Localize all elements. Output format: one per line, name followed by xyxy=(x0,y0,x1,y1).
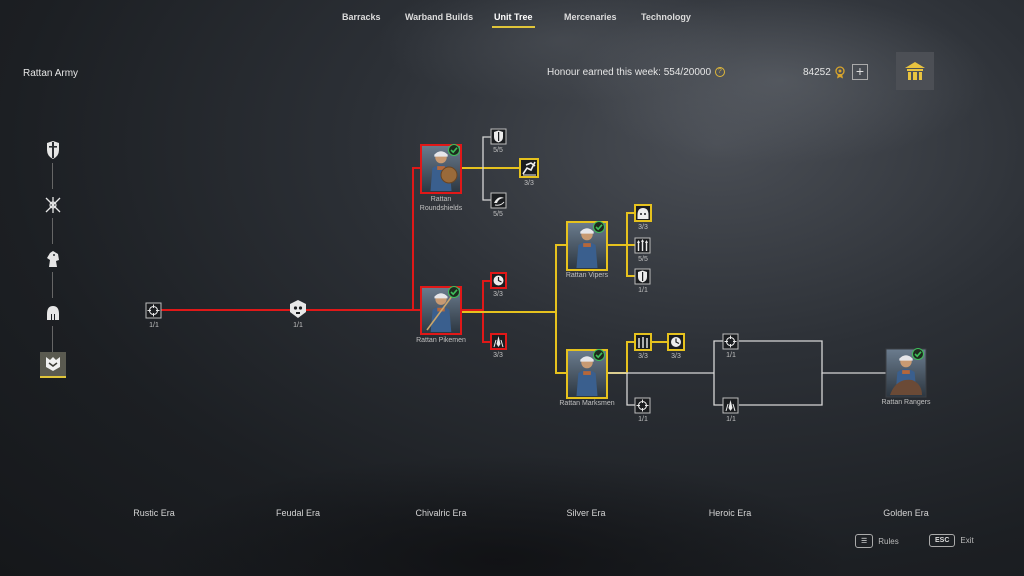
node-marksmen-clock[interactable] xyxy=(667,333,685,351)
node-count: 3/3 xyxy=(638,224,648,231)
era-golden: Golden Era xyxy=(883,508,929,518)
node-count: 5/5 xyxy=(493,147,503,154)
home-button[interactable] xyxy=(896,52,934,90)
check-icon xyxy=(448,286,460,298)
white-path-connectors xyxy=(482,136,886,406)
node-count: 1/1 xyxy=(638,287,648,294)
node-pikemen-spike[interactable] xyxy=(490,333,507,350)
helmet-icon xyxy=(47,306,59,320)
check-icon xyxy=(593,221,605,233)
tab-barracks[interactable]: Barracks xyxy=(342,12,381,22)
sidebar-divider xyxy=(52,326,53,352)
add-currency-button[interactable]: + xyxy=(852,64,868,80)
sidebar-item-infantry[interactable] xyxy=(40,137,66,163)
node-vipers-helm[interactable] xyxy=(634,204,652,222)
node-root-target[interactable] xyxy=(145,302,162,319)
shield-sword-icon xyxy=(47,141,59,159)
skull-emblem-icon xyxy=(290,300,306,318)
helmet-face-icon xyxy=(637,208,649,219)
node-heroic-target[interactable] xyxy=(722,333,739,350)
sidebar-item-heavy[interactable] xyxy=(40,300,66,326)
medal-icon xyxy=(835,66,845,79)
node-feudal-count: 1/1 xyxy=(293,322,303,329)
unit-name-roundshields: Rattan Roundshields xyxy=(419,196,463,212)
honour-progress: Honour earned this week: 554/20000 ? xyxy=(547,67,725,78)
era-feudal: Feudal Era xyxy=(275,508,321,518)
arrow-bundle-icon xyxy=(638,337,648,348)
unit-card-rattan-pikemen[interactable] xyxy=(420,286,462,335)
node-count: 3/3 xyxy=(493,291,503,298)
honour-text: Honour earned this week: 554/20000 xyxy=(547,67,712,78)
army-title: Rattan Army xyxy=(23,68,79,79)
rules-hint[interactable]: ☰ Rules xyxy=(855,534,899,548)
tab-warband-builds[interactable]: Warband Builds xyxy=(405,12,474,22)
sidebar-divider xyxy=(52,163,53,189)
unit-name-rangers: Rattan Rangers xyxy=(881,399,931,406)
unit-name-marksmen: Rattan Marksmen xyxy=(559,400,615,407)
node-feudal-emblem[interactable] xyxy=(290,300,306,318)
exit-hint[interactable]: ESC Exit xyxy=(929,534,974,547)
unit-card-rattan-marksmen[interactable] xyxy=(566,349,608,399)
node-count: 1/1 xyxy=(638,416,648,423)
unit-card-rattan-vipers[interactable] xyxy=(566,221,608,271)
check-icon xyxy=(448,144,460,156)
sidebar-divider xyxy=(52,272,53,298)
esc-key[interactable]: ESC xyxy=(929,534,956,547)
node-marksmen-target[interactable] xyxy=(634,397,651,414)
tab-technology[interactable]: Technology xyxy=(641,12,691,22)
node-roundshields-swirl[interactable] xyxy=(490,192,507,209)
era-heroic: Heroic Era xyxy=(708,508,752,518)
era-chivalric: Chivalric Era xyxy=(415,508,467,518)
sidebar-item-cavalry[interactable] xyxy=(40,246,66,272)
era-silver: Silver Era xyxy=(566,508,606,518)
node-marksmen-arrows[interactable] xyxy=(634,333,652,351)
tab-mercenaries[interactable]: Mercenaries xyxy=(564,12,617,22)
node-roundshields-sprint[interactable] xyxy=(519,158,539,178)
unit-name-pikemen: Rattan Pikemen xyxy=(416,337,466,344)
rules-key-icon[interactable]: ☰ xyxy=(855,534,874,548)
rattan-emblem-icon xyxy=(46,357,60,371)
unit-card-rattan-rangers[interactable] xyxy=(885,348,927,398)
node-roundshields-shield[interactable] xyxy=(490,128,507,145)
crossed-arrows-icon xyxy=(45,197,61,213)
swirl-icon xyxy=(494,197,504,203)
node-count: 5/5 xyxy=(638,256,648,263)
node-pikemen-clock[interactable] xyxy=(490,272,507,289)
node-count: 3/3 xyxy=(671,353,681,360)
spike-icon xyxy=(728,400,733,411)
node-count: 3/3 xyxy=(524,180,534,187)
node-root-count: 1/1 xyxy=(149,322,159,329)
spike-icon xyxy=(496,336,501,347)
sprint-icon xyxy=(522,161,536,175)
help-icon[interactable]: ? xyxy=(714,67,725,78)
horse-head-icon xyxy=(47,251,59,267)
tab-unit-tree[interactable]: Unit Tree xyxy=(492,12,535,28)
pavilion-icon xyxy=(905,62,925,80)
sidebar-item-ranged[interactable] xyxy=(40,192,66,218)
red-path-connectors xyxy=(161,167,491,343)
rules-label: Rules xyxy=(878,536,899,546)
currency-amount: 84252 xyxy=(803,67,831,78)
node-count: 1/1 xyxy=(726,416,736,423)
node-count: 1/1 xyxy=(726,352,736,359)
top-navigation: Barracks Warband Builds Unit Tree Mercen… xyxy=(0,12,1024,36)
sidebar-divider xyxy=(52,218,53,244)
node-count: 5/5 xyxy=(493,211,503,218)
node-heroic-spike[interactable] xyxy=(722,397,739,414)
unit-name-vipers: Rattan Vipers xyxy=(565,272,609,279)
sidebar-item-rattan[interactable] xyxy=(40,352,66,378)
unit-card-rattan-roundshields[interactable] xyxy=(420,144,462,194)
era-rustic: Rustic Era xyxy=(133,508,175,518)
node-count: 3/3 xyxy=(493,352,503,359)
check-icon xyxy=(593,349,605,361)
node-count: 3/3 xyxy=(638,353,648,360)
check-icon xyxy=(912,348,924,360)
exit-label: Exit xyxy=(960,536,974,545)
node-vipers-arrows[interactable] xyxy=(634,237,651,254)
node-vipers-shield[interactable] xyxy=(634,268,651,285)
